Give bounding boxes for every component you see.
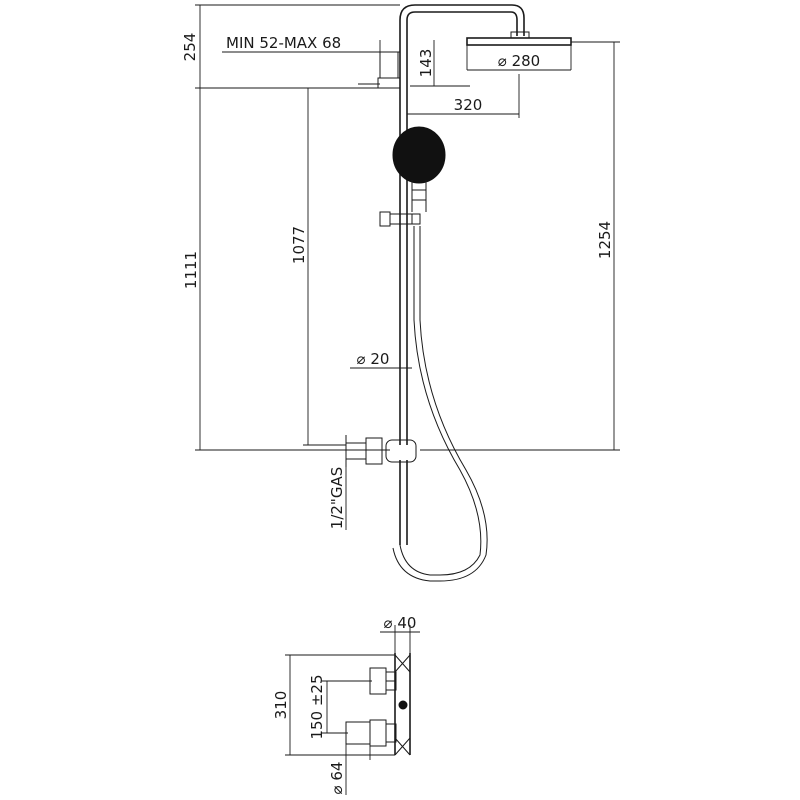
label-d40: ⌀ 40 bbox=[384, 614, 417, 632]
diverter bbox=[385, 439, 417, 463]
label-d64: ⌀ 64 bbox=[328, 762, 346, 795]
label-min-max: MIN 52-MAX 68 bbox=[226, 34, 341, 52]
slide-holder bbox=[379, 211, 391, 227]
label-1111: 1111 bbox=[182, 251, 200, 289]
label-1077: 1077 bbox=[290, 226, 308, 264]
label-1254: 1254 bbox=[596, 221, 614, 259]
label-150: 150 ±25 bbox=[308, 674, 326, 739]
label-thread: 1/2"GAS bbox=[328, 467, 346, 529]
label-310: 310 bbox=[272, 691, 290, 720]
dimensions bbox=[195, 4, 620, 530]
label-d20: ⌀ 20 bbox=[357, 350, 390, 368]
overhead-shower-head bbox=[466, 37, 572, 46]
label-d280: ⌀ 280 bbox=[498, 52, 540, 70]
hand-shower-head bbox=[392, 126, 446, 184]
label-254: 254 bbox=[181, 33, 199, 62]
shower-hose bbox=[399, 226, 482, 576]
label-143: 143 bbox=[417, 49, 435, 78]
shower-column bbox=[345, 4, 572, 582]
wall-bracket bbox=[379, 51, 399, 79]
label-320: 320 bbox=[454, 96, 483, 114]
valve-detail bbox=[285, 625, 420, 795]
